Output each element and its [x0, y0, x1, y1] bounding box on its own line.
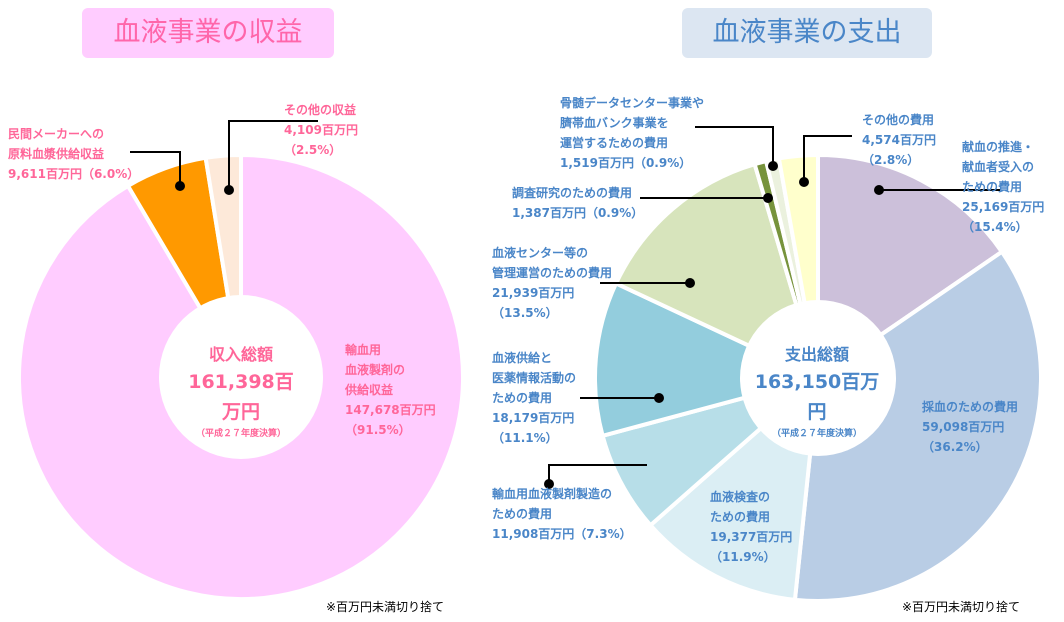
leader-dot [874, 185, 884, 195]
expense-total: 163,150百万円 [754, 371, 880, 423]
revenue-center-sub: （平成２７年度決算） [195, 429, 286, 439]
leader-dot [763, 193, 773, 203]
expense-center-sub: （平成２７年度決算） [771, 429, 862, 439]
leader-dot [768, 161, 778, 171]
revenue-title: 血液事業の収益 [82, 8, 334, 58]
leader-dot [224, 185, 234, 195]
leader-dot [799, 177, 809, 187]
leader-dot [544, 479, 554, 489]
revenue-total: 161,398百万円 [188, 371, 294, 423]
leader-dot [654, 393, 664, 403]
expense-note: ※百万円未満切り捨て [902, 600, 1021, 614]
donut-hole [740, 300, 896, 456]
leader-line [228, 120, 318, 190]
expense-center: 支出総額 163,150百万円 （平成２７年度決算） [752, 343, 882, 441]
leader-dot [685, 278, 695, 288]
leader-line [695, 126, 774, 166]
revenue-center-heading: 収入総額 [208, 345, 273, 364]
leader-line [548, 464, 647, 484]
revenue-note: ※百万円未満切り捨て [326, 600, 445, 614]
leader-line [130, 151, 181, 186]
leader-line [803, 135, 852, 182]
leader-dot [175, 181, 185, 191]
donut-hole [159, 295, 323, 459]
revenue-center: 収入総額 161,398百万円 （平成２７年度決算） [180, 343, 302, 441]
expense-title: 血液事業の支出 [682, 8, 932, 58]
expense-center-heading: 支出総額 [784, 345, 849, 364]
pie-slice [792, 249, 1043, 603]
